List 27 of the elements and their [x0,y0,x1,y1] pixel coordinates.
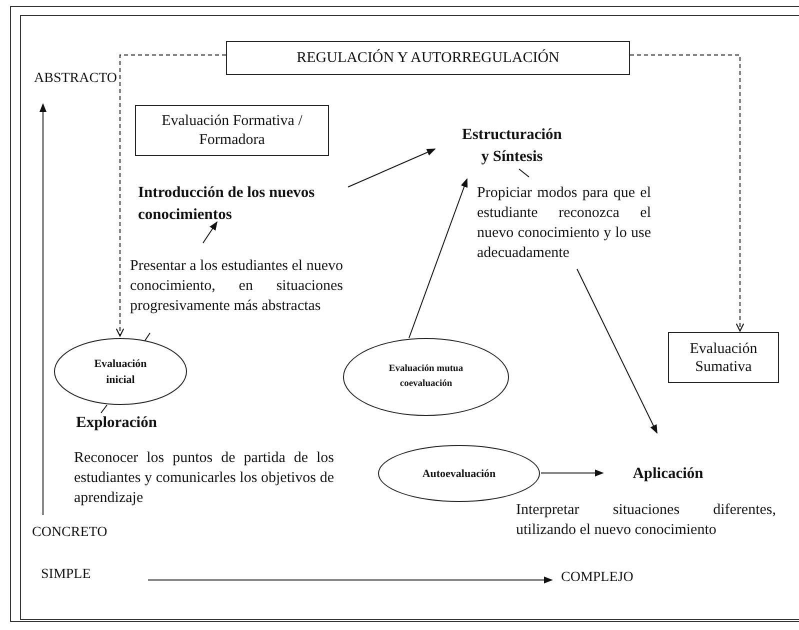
arrow [348,148,436,188]
connector-line [518,168,530,178]
axis-label: ABSTRACTO [34,70,117,88]
phase-heading: Introducción de los nuevos conocimientos [138,183,316,225]
label-box: Evaluación Formativa / Formadora [135,105,329,156]
label-box: REGULACIÓN Y AUTORREGULACIÓN [226,41,630,75]
phase-heading: Estructuración y Síntesis [461,125,563,167]
description-text: Presentar a los estudiantes el nuevo conocimiento, en situaciones progresivamente más abstractas [130,257,343,316]
axis-label: COMPLEJO [561,569,634,587]
phase-heading: Aplicación [632,464,704,484]
axis-label: SIMPLE [41,566,91,584]
assessment-ellipse: Evaluación mutua coevaluación [343,338,509,416]
connector-line [100,404,108,414]
description-text: Reconocer los puntos de partida de los estudiantes y comunicarles los objetivos de aprendizaje [74,449,334,508]
description-text: Interpretar situaciones diferentes, utilizando el nuevo conocimiento [516,501,776,540]
arrow [540,469,604,477]
arrow [202,221,218,244]
phase-heading: Exploración [76,413,158,433]
description-text: Propiciar modos para que el estudiante reconozca el nuevo conocimiento y lo use adecuadamente [477,184,651,263]
arrow [408,178,468,338]
arrow [116,54,226,337]
assessment-ellipse: Evaluación inicial [54,338,187,405]
arrow [576,268,658,434]
arrow [630,54,744,332]
label-box: Evaluación Sumativa [668,332,779,383]
axis-label: CONCRETO [32,524,108,542]
assessment-ellipse: Autoevaluación [378,445,540,502]
